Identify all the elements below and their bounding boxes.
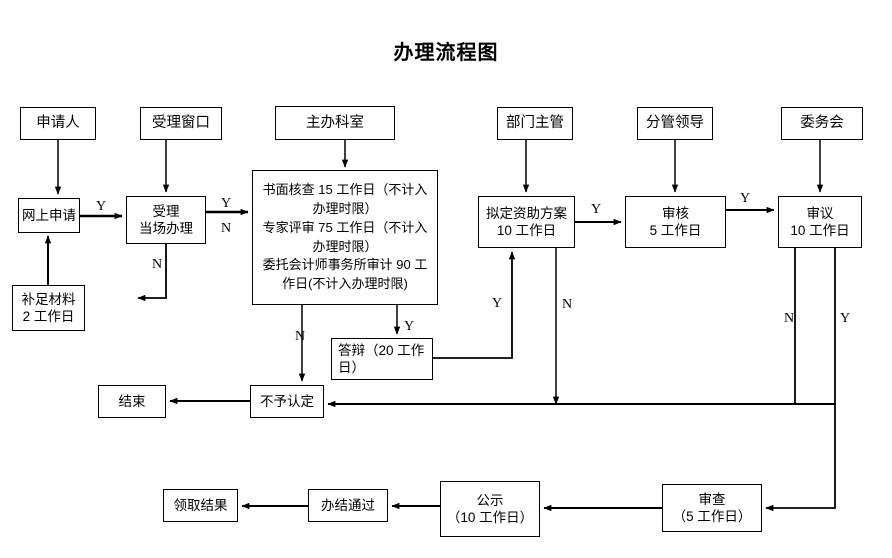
edge-label-n-plan-down: N (562, 297, 573, 312)
node-line: 5 工作日 (649, 223, 702, 238)
node-line: （5 工作日） (672, 509, 752, 524)
node-line: 审议 (806, 205, 834, 221)
node-defense[interactable]: 答辩（20 工作 日） (331, 338, 433, 380)
node-line: 公示 (476, 492, 504, 508)
lane-header-department[interactable]: 主办科室 (275, 106, 395, 140)
lane-header-applicant[interactable]: 申请人 (20, 107, 96, 140)
node-deliberation[interactable]: 审议 10 工作日 (778, 196, 862, 248)
node-line: 不予认定 (260, 393, 314, 409)
node-publicity[interactable]: 公示 （10 工作日） (440, 481, 540, 537)
lane-header-label: 委务会 (800, 115, 844, 132)
edge-label-y-deliberation-down: Y (840, 311, 851, 326)
edge-label-y-defense-plan: Y (492, 296, 503, 311)
node-examine[interactable]: 审查 （5 工作日） (662, 484, 762, 532)
edge-label-y-review-defense: Y (404, 319, 415, 334)
edge-label-y-online-to-accept: Y (96, 199, 107, 214)
node-get-result[interactable]: 领取结果 (163, 489, 238, 522)
edge-label-n-accept-down: N (221, 221, 232, 236)
lane-header-label: 申请人 (36, 115, 80, 132)
node-end[interactable]: 结束 (98, 385, 166, 418)
node-audit[interactable]: 审核 5 工作日 (625, 196, 726, 248)
node-line: 2 工作日 (22, 309, 75, 324)
lane-header-leader[interactable]: 分管领导 (637, 107, 713, 140)
node-line: 办结通过 (321, 497, 375, 513)
edge-label-n-accept-branch: N (152, 257, 163, 272)
node-not-recognized[interactable]: 不予认定 (250, 385, 324, 418)
page-title: 办理流程图 (393, 42, 499, 64)
node-online-apply[interactable]: 网上申请 (18, 198, 80, 233)
node-line: 领取结果 (173, 497, 228, 513)
node-line: 答辩（20 工作 (338, 342, 425, 358)
node-line: 书面核查 15 工作日（不计入办理时限） (262, 181, 428, 216)
lane-header-window[interactable]: 受理窗口 (140, 107, 222, 140)
lane-header-dept-head[interactable]: 部门主管 (497, 107, 573, 140)
node-supplement-materials[interactable]: 补足材料 2 工作日 (12, 285, 85, 331)
edge-label-y-audit-deliberation: Y (740, 191, 751, 206)
edge-label-n-deliberation-down: N (784, 311, 795, 326)
node-line: 日） (338, 360, 365, 375)
lane-header-label: 主办科室 (306, 114, 364, 131)
edge-label-y-accept-to-review: Y (221, 196, 232, 211)
node-line: 审查 (698, 491, 726, 507)
node-line: 专家评审 75 工作日（不计入办理时限） (262, 219, 428, 254)
lane-header-committee[interactable]: 委务会 (781, 107, 863, 140)
node-line: 10 工作日 (790, 223, 850, 238)
node-line: 委托会计师事务所审计 90 工作日(不计入办理时限) (262, 257, 428, 292)
edge-label-n-review-down: N (295, 329, 306, 344)
node-line: （10 工作日） (446, 510, 534, 525)
node-line: 审核 (662, 205, 689, 221)
lane-header-label: 分管领导 (646, 115, 704, 132)
node-line: 补足材料 (21, 291, 76, 307)
connector-deliberation-no-elbow (760, 248, 796, 405)
node-plan[interactable]: 拟定资助方案 10 工作日 (478, 196, 575, 248)
node-line: 网上申请 (22, 207, 76, 223)
node-completed[interactable]: 办结通过 (308, 489, 388, 522)
node-line: 10 工作日 (496, 223, 557, 238)
node-line: 当场办理 (139, 221, 193, 236)
node-line: 结束 (118, 393, 146, 409)
node-review-main[interactable]: 书面核查 15 工作日（不计入办理时限） 专家评审 75 工作日（不计入办理时限… (252, 170, 438, 305)
connector-deliberation-yes-elbow (765, 248, 836, 512)
lane-header-label: 部门主管 (506, 115, 564, 132)
node-accept-onsite[interactable]: 受理 当场办理 (126, 196, 206, 244)
lane-header-label: 受理窗口 (152, 115, 210, 132)
node-line: 拟定资助方案 (486, 205, 567, 221)
edge-label-y-plan-audit: Y (591, 202, 602, 217)
node-line: 受理 (152, 203, 180, 219)
